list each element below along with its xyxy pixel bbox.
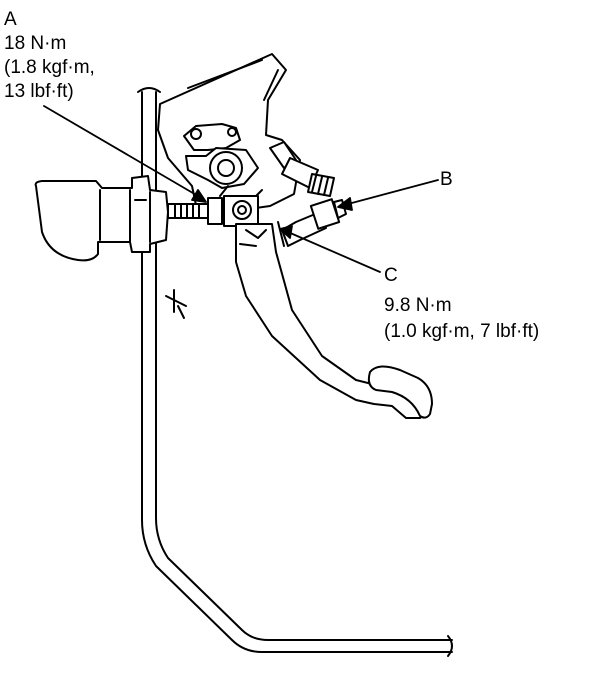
pivot-mechanism <box>183 123 263 227</box>
callout-a-torque-nm: 18 N·m <box>4 33 67 54</box>
callout-c-letter: C <box>384 265 398 286</box>
leader-c <box>287 231 381 273</box>
callout-a-torque-kgf: (1.8 kgf·m, <box>4 57 95 78</box>
upper-switch <box>269 141 335 197</box>
support-rod <box>137 87 453 657</box>
callout-a-torque-lbf: 13 lbf·ft) <box>4 81 74 102</box>
mounting-clip <box>165 289 187 319</box>
arrow-b-head <box>337 197 353 211</box>
leader-b <box>347 179 439 205</box>
callout-c-torque-alt: (1.0 kgf·m, 7 lbf·ft) <box>384 321 540 342</box>
arrow-a-head <box>191 189 207 203</box>
master-cylinder <box>34 175 169 262</box>
arrow-c-head <box>279 225 293 239</box>
pushrod <box>167 197 223 225</box>
leader-lines <box>43 105 439 273</box>
callout-c-torque-nm: 9.8 N·m <box>384 295 452 316</box>
callout-b-letter: B <box>440 169 453 190</box>
pedal-pad <box>367 365 433 419</box>
leader-a <box>43 105 199 197</box>
clutch-switch <box>277 198 347 247</box>
callout-a-letter: A <box>4 9 17 30</box>
